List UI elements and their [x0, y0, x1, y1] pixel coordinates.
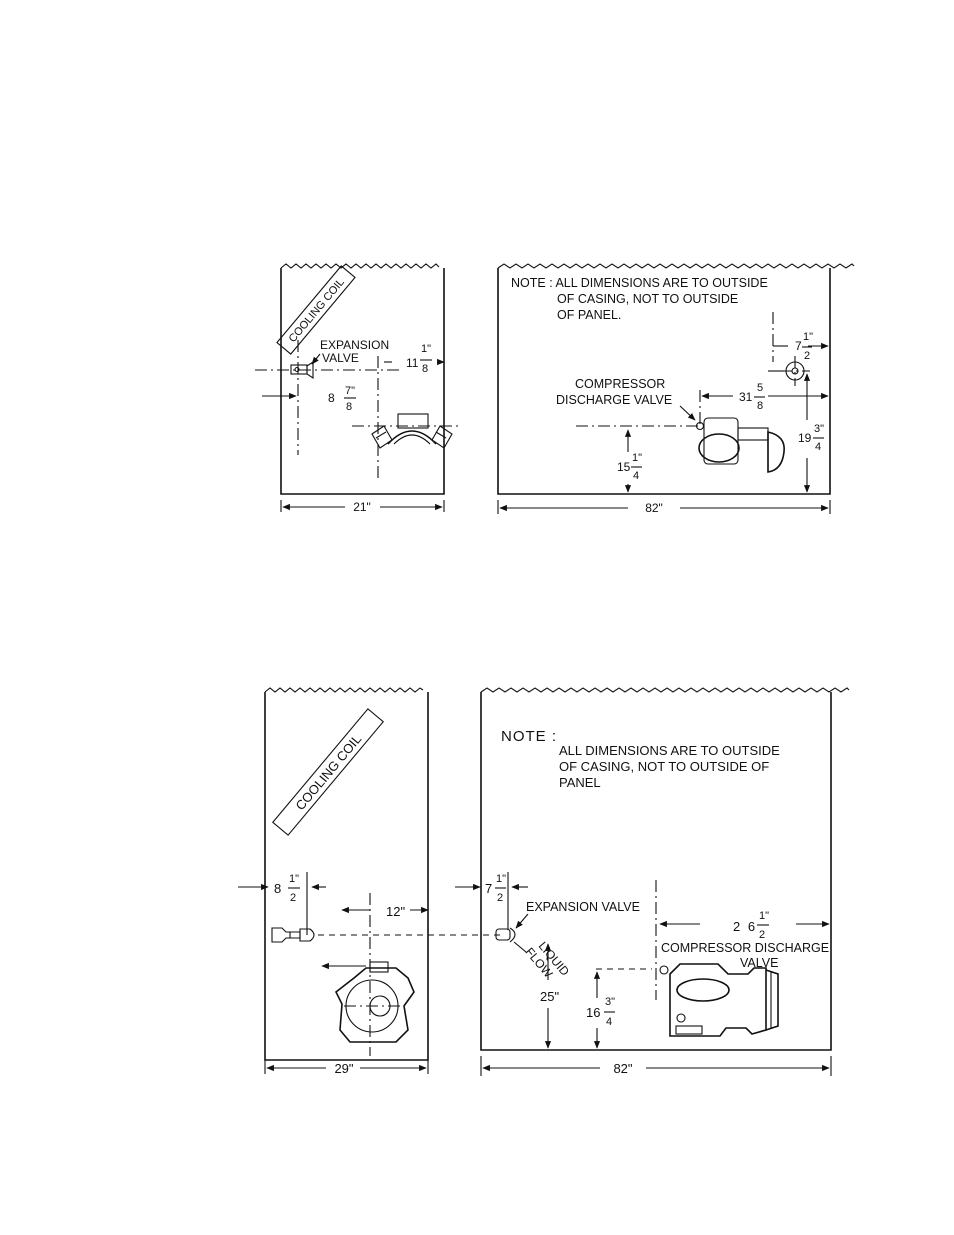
- width-21-label: 21": [353, 500, 371, 514]
- note-line-2: OF CASING, NOT TO OUTSIDE OF: [559, 759, 769, 774]
- expansion-valve-label-line1: EXPANSION: [320, 338, 389, 352]
- compressor-label-line1: COMPRESSOR DISCHARGE: [661, 941, 829, 955]
- dim-16-3-4-num: 3": [605, 996, 615, 1008]
- diagram-a-front-panel: NOTE : ALL DIMENSIONS ARE TO OUTSIDE OF …: [497, 263, 855, 515]
- panel-break-line: [280, 263, 440, 269]
- dim-11-1-8-num: 1": [421, 343, 431, 355]
- diagram-b-front-panel: NOTE : ALL DIMENSIONS ARE TO OUTSIDE OF …: [455, 687, 850, 1076]
- dim-7-1-2-den: 2: [804, 350, 810, 362]
- expansion-valve-label-line2: VALVE: [322, 351, 359, 365]
- dim-31-5-8-den: 8: [757, 400, 763, 412]
- note-line-1: ALL DIMENSIONS ARE TO OUTSIDE: [559, 743, 780, 758]
- suction-connection-symbol: [768, 356, 810, 386]
- dim-26-1-2-num: 1": [759, 910, 769, 922]
- dim-7-1-2-num: 1": [496, 873, 506, 885]
- dim-12-label: 12": [386, 904, 405, 919]
- panel-break-line: [497, 263, 855, 269]
- panel-outline: [497, 268, 831, 495]
- note-line-3: PANEL: [559, 775, 601, 790]
- dim-15-1-4-whole: 15: [617, 460, 631, 474]
- expansion-valve-label: EXPANSION VALVE: [526, 900, 640, 914]
- diagram-b: COOLING COIL 8 1" 2 12": [238, 687, 850, 1076]
- dim-25-label: 25": [540, 989, 559, 1004]
- expansion-valve-front-symbol: [495, 927, 516, 943]
- note-title: NOTE :: [501, 728, 557, 745]
- dim-8-7-8-den: 8: [346, 401, 352, 413]
- panel-break-line: [264, 687, 424, 693]
- dim-7-1-2-num: 1": [803, 331, 813, 343]
- width-29-label: 29": [334, 1061, 353, 1076]
- liquid-flow-label: LIQUID FLOW: [522, 939, 572, 981]
- dim-31-5-8-num: 5: [757, 382, 763, 394]
- dim-8-7-8-whole: 8: [328, 391, 335, 405]
- dim-8-1-2-den: 2: [290, 892, 296, 904]
- dim-15-1-4-den: 4: [633, 470, 639, 482]
- cooling-coil: COOLING COIL: [271, 708, 385, 836]
- dim-26-1-2-den: 2: [759, 929, 765, 941]
- dim-19-3-4-num: 3": [814, 423, 824, 435]
- compressor-side-view: [352, 413, 462, 449]
- dim-31-5-8-whole: 31: [739, 390, 753, 404]
- cooling-coil-label: COOLING COIL: [292, 732, 364, 814]
- dim-7-1-2-den: 2: [497, 892, 503, 904]
- dim-11-1-8-whole: 11: [406, 356, 419, 370]
- diagram-a: COOLING COIL EXPANSION VALVE 8 7" 8 11: [255, 263, 855, 515]
- note-line-1: NOTE : ALL DIMENSIONS ARE TO OUTSIDE: [511, 276, 768, 290]
- diagram-b-side-panel: COOLING COIL 8 1" 2 12": [238, 687, 500, 1076]
- liquid-flow-arrow: [513, 941, 527, 953]
- compressor-front-view: [659, 963, 779, 1037]
- dim-16-3-4-den: 4: [606, 1016, 612, 1028]
- dim-7-1-2-whole: 7: [795, 339, 802, 353]
- note-line-2: OF CASING, NOT TO OUTSIDE: [557, 292, 738, 306]
- dim-8-1-2-num: 1": [289, 873, 299, 885]
- compressor-leader: [679, 405, 696, 421]
- expansion-valve-side-symbol: [271, 927, 315, 943]
- dim-8-7-8-num: 7": [345, 385, 355, 397]
- width-82-label: 82": [645, 501, 663, 515]
- dim-19-3-4-whole: 19: [798, 431, 812, 445]
- width-82-label: 82": [613, 1061, 632, 1076]
- note-line-3: OF PANEL.: [557, 308, 621, 322]
- panel-outline: [280, 268, 445, 495]
- panel-outline: [264, 692, 429, 1061]
- diagram-a-side-panel: COOLING COIL EXPANSION VALVE 8 7" 8 11: [255, 263, 462, 514]
- compressor-label-line2: VALVE: [740, 956, 778, 970]
- dim-19-3-4-den: 4: [815, 441, 821, 453]
- panel-outline: [480, 692, 832, 1051]
- dim-16-3-4-whole: 16: [586, 1005, 600, 1020]
- dim-15-1-4-num: 1": [632, 452, 642, 464]
- dim-8-1-2-whole: 8: [274, 881, 281, 896]
- panel-break-line: [480, 687, 850, 693]
- dim-11-1-8-den: 8: [422, 363, 428, 375]
- compressor-front-view: [576, 417, 785, 473]
- dim-26-1-2-whole: 2 6: [733, 919, 757, 934]
- expansion-valve-leader: [515, 913, 529, 929]
- cooling-coil-label: COOLING COIL: [287, 276, 347, 345]
- compressor-side-view: [321, 961, 415, 1043]
- dim-7-1-2-whole: 7: [485, 881, 492, 896]
- compressor-label-line2: DISCHARGE VALVE: [556, 393, 672, 407]
- compressor-label-line1: COMPRESSOR: [575, 377, 665, 391]
